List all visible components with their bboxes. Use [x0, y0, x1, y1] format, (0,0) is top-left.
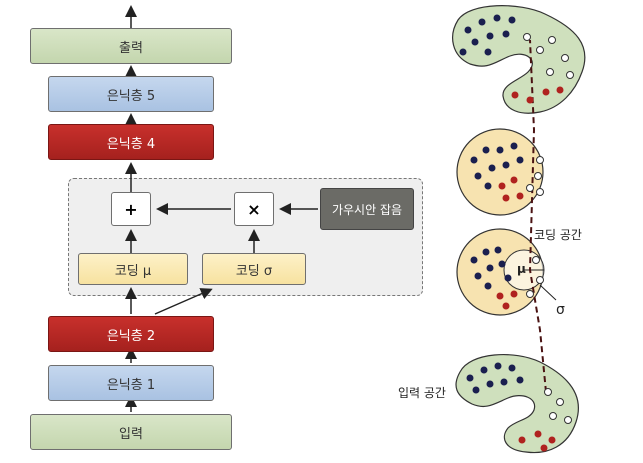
- hidden-layer-2: 은닉층 2: [48, 316, 214, 352]
- coding-dots-2: [470, 246, 544, 310]
- coding-circle-1: [456, 128, 544, 216]
- coding-space-label: 코딩 공간: [534, 228, 582, 242]
- gaussian-noise: 가우시안 잡음: [320, 188, 414, 230]
- hidden-layer-5: 은닉층 5: [48, 76, 214, 112]
- hidden-layer-4: 은닉층 4: [48, 124, 214, 160]
- encode-decode-path: [528, 39, 547, 393]
- plus-op: +: [111, 192, 151, 226]
- sigma-label: σ: [556, 302, 565, 318]
- output-space-blob: [452, 5, 586, 114]
- coding-sigma: 코딩 σ: [202, 253, 306, 285]
- input-dots: [466, 362, 572, 452]
- input-space-blob: [455, 353, 579, 454]
- coding-mu: 코딩 μ: [78, 253, 188, 285]
- mu-label: μ: [517, 262, 526, 276]
- times-op: ×: [234, 192, 274, 226]
- input-layer: 입력: [30, 414, 232, 450]
- coding-dots-1: [470, 142, 544, 202]
- output-layer: 출력: [30, 28, 232, 64]
- arrow-h2-sigma: [154, 288, 213, 315]
- hidden-layer-1: 은닉층 1: [48, 365, 214, 401]
- input-space-label: 입력 공간: [398, 386, 446, 400]
- sigma-pointer: [539, 284, 557, 301]
- output-dots: [459, 14, 574, 104]
